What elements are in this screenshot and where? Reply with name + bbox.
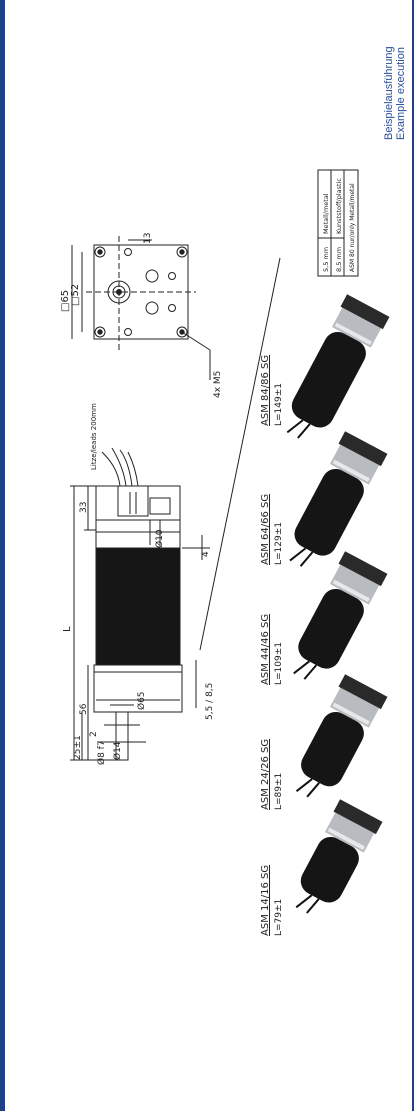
model-labels: ASM 14/16 SG L=79±1 ASM 24/26 SG L=89±1 …: [260, 355, 284, 936]
dim-phi10: Ø10: [154, 529, 165, 548]
dim-2: 2: [89, 731, 99, 737]
dim-phi14: Ø14: [112, 741, 123, 760]
model-3-length: L=109±1: [274, 642, 284, 685]
model-1-length: L=79±1: [274, 899, 284, 936]
table-row1-value: 5,5 mm: [322, 247, 330, 272]
motor-photo-3: [293, 551, 388, 680]
table-row1-desc: Metall/metal: [322, 193, 330, 234]
dim-4xM5: 4x M5: [213, 371, 223, 398]
dim-sq65: □65: [60, 290, 71, 312]
model-2-length: L=89±1: [274, 773, 284, 810]
right-accent-rule: [412, 0, 414, 1111]
dim-L: L: [62, 626, 73, 632]
model-5-length: L=149±1: [274, 383, 284, 426]
model-2-name: ASM 24/26 SG: [260, 739, 271, 810]
model-3-name: ASM 44/46 SG: [260, 614, 271, 685]
model-4-length: L=129±1: [274, 522, 284, 565]
model-4-name: ASM 64/66 SG: [260, 494, 271, 565]
table-row3-desc: ASM 80 nur/only Metall/metal: [349, 183, 356, 272]
dim-56: 56: [79, 703, 89, 715]
motor-photo-4: [289, 431, 388, 567]
motor-body: [95, 547, 181, 666]
motor-photos: [286, 294, 390, 914]
dim-33: 33: [79, 502, 89, 513]
dim-55-85: 5,5 / 8,5: [205, 683, 215, 720]
dim-leads: Litze/leads 200mm: [90, 403, 98, 470]
dim-25: 25±1: [73, 735, 83, 760]
motor-photo-5: [286, 294, 390, 439]
dim-13: 13: [143, 233, 153, 244]
material-table: [317, 169, 359, 277]
dim-4: 4: [201, 551, 211, 557]
motor-photo-1: [295, 799, 383, 914]
left-accent-stripe: [0, 0, 5, 1111]
dim-sq52: □52: [70, 284, 81, 306]
rear-cap: [95, 485, 181, 521]
table-row2-value: 8,5 mm: [335, 247, 343, 272]
dim-phi65: Ø65: [136, 691, 147, 710]
motor-photo-2: [295, 674, 388, 798]
model-1-name: ASM 14/16 SG: [260, 865, 271, 936]
table-row2-desc: Kunststoff/plastic: [335, 178, 343, 234]
model-5-name: ASM 84/86 SG: [260, 355, 271, 426]
dim-phi8: Ø8 f7: [96, 740, 107, 765]
